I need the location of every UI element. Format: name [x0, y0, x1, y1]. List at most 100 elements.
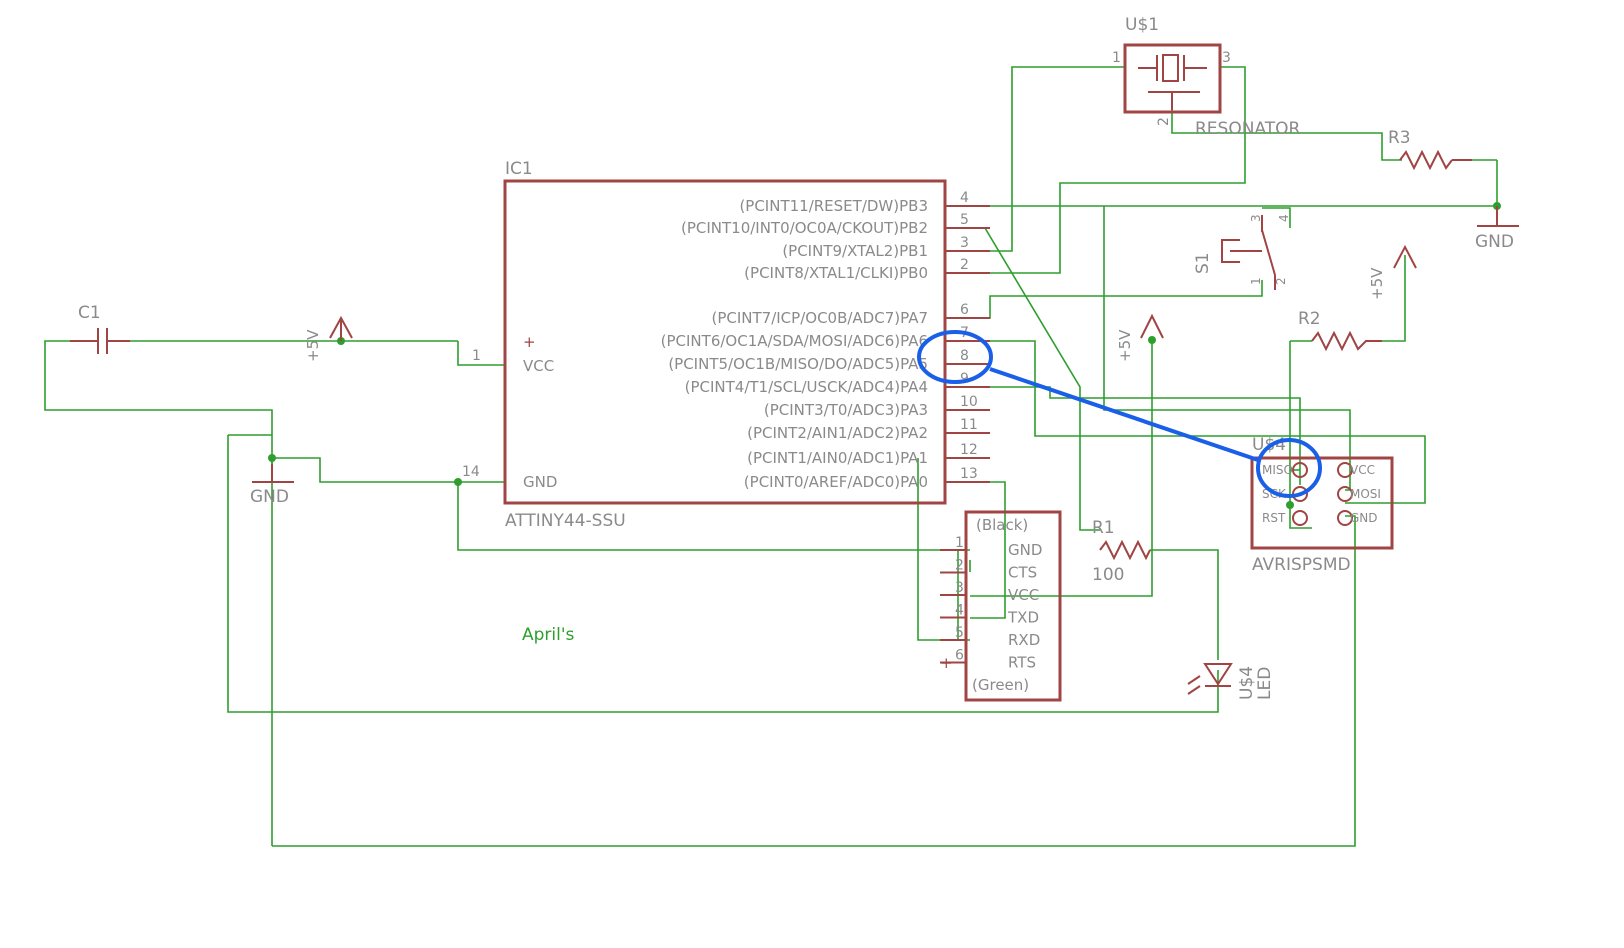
r1-value: 100 — [1092, 565, 1124, 585]
ic1-pin-number: 8 — [960, 348, 969, 364]
resistor-zigzag-icon — [1399, 149, 1453, 171]
ic1-plus-mark: + — [523, 333, 536, 351]
s1-ref: S1 — [1193, 252, 1213, 274]
ic1-pin-name: (PCINT8/XTAL1/CLKI)PB0 — [744, 264, 928, 282]
isp-pad-icon — [1337, 486, 1353, 502]
junction-dot — [1148, 336, 1156, 344]
ic1-pin-number: 9 — [960, 371, 969, 387]
supply-5v-right-label: +5V — [1368, 267, 1386, 300]
ic1-pin-number: 5 — [960, 212, 969, 228]
ftdi-pin-number: 3 — [955, 580, 964, 596]
resistor-r2[interactable]: R2 — [1298, 309, 1382, 352]
ic1-vcc-label: VCC — [523, 357, 554, 375]
resonator-ref: U$1 — [1125, 15, 1159, 35]
capacitor-c1[interactable]: C1 — [70, 303, 130, 354]
ic1-pin-number: 11 — [960, 417, 978, 433]
resonator-body — [1123, 43, 1222, 114]
ic1-ref: IC1 — [505, 159, 533, 179]
ic1-pin-number: 10 — [960, 394, 978, 410]
wires — [44, 66, 1498, 847]
resistor-r3[interactable]: R3 — [1388, 128, 1472, 171]
ic1-pin-name: (PCINT1/AIN0/ADC1)PA1 — [747, 449, 928, 467]
ftdi-pin-number: 1 — [955, 535, 964, 551]
highlight-connector-line — [989, 367, 1259, 462]
ic1-pin-name: (PCINT7/ICP/OC0B/ADC7)PA7 — [711, 309, 928, 327]
r1-ref: R1 — [1092, 518, 1115, 538]
led-emit-arrow-icon — [1187, 675, 1201, 685]
ic1-pin-number: 6 — [960, 302, 969, 318]
supply-5v-left: +5V — [304, 315, 353, 362]
highlight-circle-isp — [1256, 438, 1322, 498]
ic1-pin-name: (PCINT10/INT0/OC0A/CKOUT)PB2 — [681, 219, 928, 237]
ic1-pin-number: 4 — [960, 190, 969, 206]
ic1-pin-number: 13 — [960, 466, 978, 482]
junction-dot — [454, 478, 462, 486]
r3-ref: R3 — [1388, 128, 1411, 148]
ic1-value: ATTINY44-SSU — [505, 511, 626, 531]
ic1-vcc-pin-number: 1 — [472, 348, 481, 364]
ic1-right-pins: (PCINT11/RESET/DW)PB3 4 (PCINT10/INT0/OC0A… — [661, 190, 990, 491]
s1-pin1: 1 — [1249, 277, 1263, 285]
supply-5v-left-label: +5V — [304, 329, 322, 362]
ftdi-bottom-label: (Green) — [972, 676, 1029, 694]
resonator-value: RESONATOR — [1195, 119, 1301, 139]
crystal-icon — [1162, 54, 1179, 82]
ftdi-pin-name: RXD — [1008, 631, 1040, 649]
resistor-r1[interactable]: R1 100 — [1092, 518, 1151, 585]
led-value: LED — [1255, 667, 1275, 700]
resonator-u1[interactable]: U$1 1 3 2 RESONATOR — [1112, 15, 1301, 139]
switch-s1[interactable]: S1 3 4 1 2 — [1193, 214, 1291, 290]
resonator-pin3: 3 — [1222, 50, 1231, 66]
ic1-attiny44[interactable]: IC1 ATTINY44-SSU + VCC GND 1 14 (PCINT11… — [462, 159, 990, 531]
ic1-gnd-pin-number: 14 — [462, 464, 480, 480]
isp-pin-label-left: RST — [1262, 511, 1286, 525]
r2-ref: R2 — [1298, 309, 1321, 329]
ic1-pin-name: (PCINT5/OC1B/MISO/DO/ADC5)PA5 — [668, 355, 928, 373]
s1-pin3: 3 — [1249, 214, 1263, 222]
s1-pin2: 2 — [1274, 277, 1288, 285]
isp-pin-label-right: MOSI — [1350, 487, 1381, 501]
isp-pin-label-right: GND — [1350, 511, 1378, 525]
c1-ref: C1 — [78, 303, 101, 323]
resonator-pin2: 2 — [1156, 117, 1172, 126]
ftdi-top-label: (Black) — [976, 516, 1028, 534]
highlight-annotation — [917, 330, 1322, 498]
supply-5v-mid-label: +5V — [1116, 329, 1134, 362]
isp-pad-icon — [1292, 462, 1308, 478]
ftdi-pin-name: VCC — [1008, 586, 1039, 604]
led-triangle-icon — [1203, 663, 1233, 686]
isp-pad-icon — [1292, 510, 1308, 526]
isp-pin-label-left: MISO — [1262, 463, 1293, 477]
resonator-pin1: 1 — [1112, 50, 1121, 66]
isp-value: AVRISPSMD — [1252, 555, 1351, 575]
resistor-zigzag-icon — [1311, 330, 1382, 352]
isp-pad-icon — [1337, 510, 1353, 526]
s1-pin4: 4 — [1277, 214, 1291, 222]
supply-arrow-icon — [1393, 244, 1417, 269]
junction-dot — [1286, 501, 1294, 509]
supply-5v-right: +5V — [1368, 244, 1417, 300]
ftdi-pin-name: GND — [1008, 541, 1042, 559]
ftdi-pin-name: TXD — [1007, 609, 1039, 627]
supply-arrow-icon — [1140, 313, 1164, 339]
ic1-pin-name: (PCINT4/T1/SCL/USCK/ADC4)PA4 — [685, 378, 928, 396]
ftdi-pin-number: 4 — [955, 603, 964, 619]
supply-5v-mid: +5V — [1116, 313, 1164, 362]
ftdi-pin-number: 6 — [955, 648, 964, 664]
supply-gnd-right: GND — [1475, 206, 1519, 252]
junctions — [268, 202, 1501, 509]
ic1-pin-name: (PCINT0/AREF/ADC0)PA0 — [744, 473, 928, 491]
ic1-pin-number: 12 — [960, 442, 978, 458]
ftdi-body — [964, 510, 1062, 702]
annotation-note: April's — [522, 625, 575, 645]
supply-gnd-left-label: GND — [250, 487, 289, 507]
ic1-pin-number: 2 — [960, 257, 969, 273]
ftdi-pin-name: CTS — [1008, 564, 1037, 582]
led-u4[interactable]: U$4 LED — [1187, 663, 1275, 700]
highlight-circle-ic — [917, 330, 993, 384]
ic1-pin-name: (PCINT11/RESET/DW)PB3 — [739, 197, 928, 215]
